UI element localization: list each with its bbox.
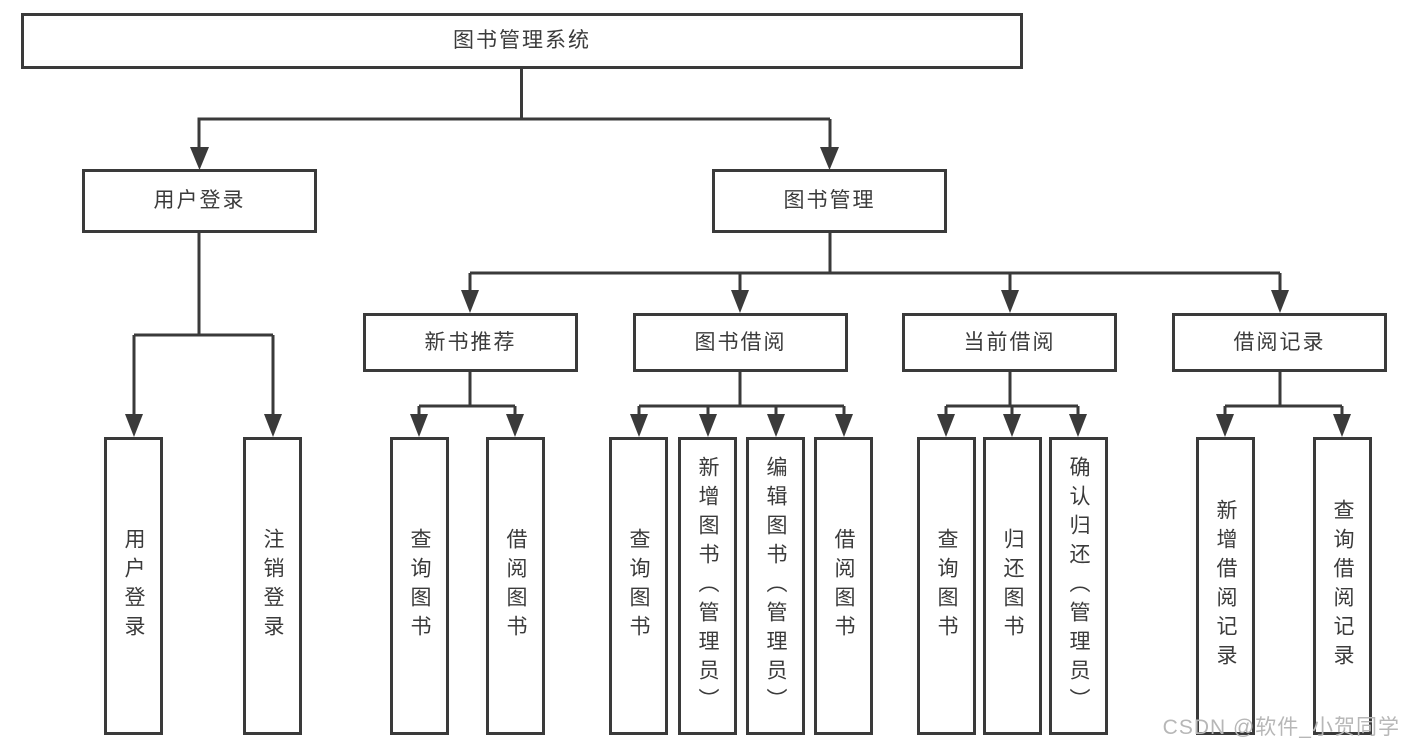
leaf-borrow-books-recommend: 借阅图书 (486, 437, 545, 735)
leaf-logout: 注销登录 (243, 437, 302, 735)
leaf-confirm-return-admin: 确认归还（管理员） (1049, 437, 1108, 735)
leaf-borrow-books-borrowing: 借阅图书 (814, 437, 873, 735)
node-label: 借阅记录 (1233, 330, 1326, 354)
node-label: 新书推荐 (424, 330, 517, 354)
leaf-label: 查询借阅记录 (1331, 499, 1355, 673)
leaf-label: 确认归还（管理员） (1067, 455, 1091, 717)
connector-current-borrowing-to-leaves (937, 372, 1087, 437)
leaf-query-books-current: 查询图书 (917, 437, 976, 735)
leaf-edit-book-admin: 编辑图书（管理员） (746, 437, 805, 735)
leaf-query-books-recommend: 查询图书 (390, 437, 449, 735)
node-book-management: 图书管理 (712, 169, 947, 233)
connector-user-login-to-leaves (125, 233, 282, 437)
leaf-label: 新增借阅记录 (1214, 499, 1238, 673)
node-current-borrowing: 当前借阅 (902, 313, 1117, 372)
leaf-add-book-admin: 新增图书（管理员） (678, 437, 737, 735)
leaf-label: 查询图书 (627, 528, 651, 644)
node-label: 当前借阅 (963, 330, 1056, 354)
leaf-label: 用户登录 (122, 528, 146, 644)
connector-book-borrowing-to-leaves (630, 372, 853, 437)
node-label: 图书管理系统 (453, 29, 591, 53)
node-book-borrowing: 图书借阅 (633, 313, 848, 372)
connector-root-to-level2 (190, 68, 839, 170)
leaf-label: 查询图书 (935, 528, 959, 644)
node-new-book-recommend: 新书推荐 (363, 313, 578, 372)
leaf-query-books-borrowing: 查询图书 (609, 437, 668, 735)
leaf-user-login: 用户登录 (104, 437, 163, 735)
node-label: 图书管理 (783, 189, 876, 213)
node-label: 图书借阅 (694, 330, 787, 354)
leaf-return-book: 归还图书 (983, 437, 1042, 735)
node-library-management-system: 图书管理系统 (21, 13, 1023, 69)
connector-borrow-records-to-leaves (1216, 372, 1351, 437)
leaf-label: 借阅图书 (832, 528, 856, 644)
node-user-login: 用户登录 (82, 169, 317, 233)
leaf-label: 借阅图书 (504, 528, 528, 644)
node-borrow-records: 借阅记录 (1172, 313, 1387, 372)
leaf-label: 编辑图书（管理员） (764, 455, 788, 717)
node-label: 用户登录 (153, 189, 246, 213)
leaf-add-borrow-record: 新增借阅记录 (1196, 437, 1255, 735)
leaf-label: 归还图书 (1001, 528, 1025, 644)
leaf-label: 查询图书 (408, 528, 432, 644)
watermark-text: CSDN @软件_小贺同学 (1162, 716, 1400, 739)
connector-new-book-recommend-to-leaves (410, 372, 524, 437)
leaf-label: 新增图书（管理员） (696, 455, 720, 717)
leaf-query-borrow-record: 查询借阅记录 (1313, 437, 1372, 735)
leaf-label: 注销登录 (261, 528, 285, 644)
connector-book-management-to-modules (461, 233, 1289, 313)
